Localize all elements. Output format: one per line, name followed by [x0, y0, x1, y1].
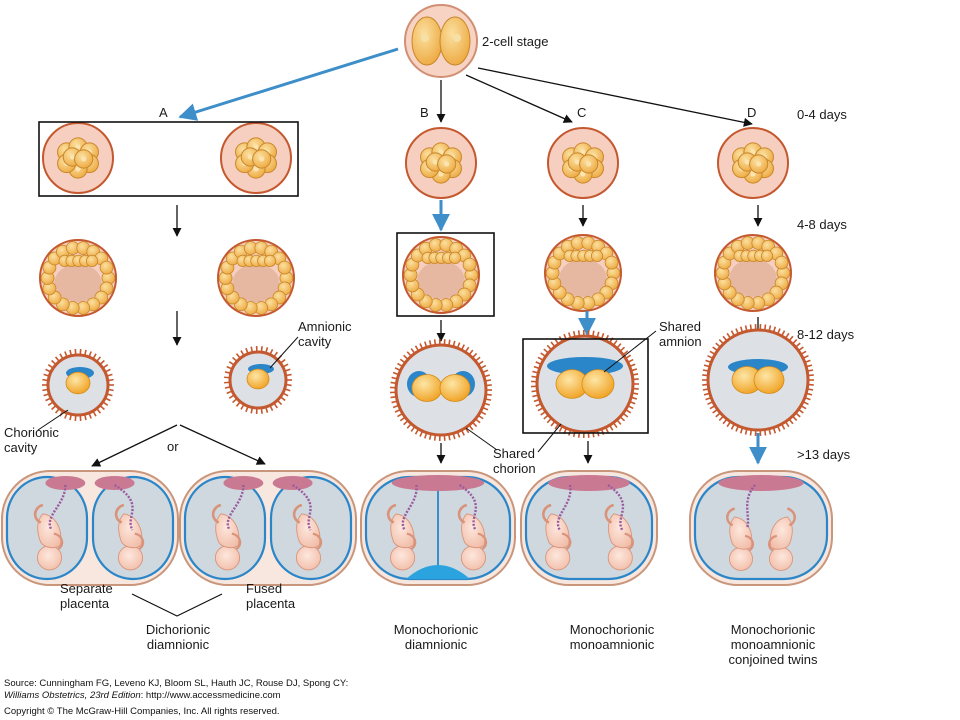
source-line-3: Copyright © The McGraw-Hill Companies, I… — [4, 706, 280, 717]
box-c-shared-amnion — [522, 338, 649, 434]
uterus-conjoined — [689, 470, 833, 586]
row1-arrows — [172, 200, 763, 237]
source-line-2: Williams Obstetrics, 23rd Edition: http:… — [4, 690, 281, 701]
label-shared-chorion-2: chorion — [493, 461, 536, 476]
implant-c — [531, 329, 639, 439]
dichorionic-bracket — [131, 593, 223, 617]
zygote-arrows — [178, 47, 753, 127]
implant-b — [390, 338, 492, 442]
label-path-a: A — [159, 105, 168, 120]
label-path-b: B — [420, 105, 429, 120]
label-mono-mono-2: monoamnionic — [569, 637, 655, 652]
source-line-1: Source: Cunningham FG, Leveno KJ, Bloom … — [4, 678, 349, 689]
morula-b — [405, 127, 477, 199]
or-split-arrows — [91, 424, 767, 467]
morula-d — [717, 127, 789, 199]
implant-a-left — [42, 349, 114, 421]
source-book-title: Williams Obstetrics, 23rd Edition — [4, 690, 141, 701]
label-chorionic-cavity-2: cavity — [4, 440, 38, 455]
label-conjoined-1: Monochorionic — [730, 622, 816, 637]
source-url: : http://www.accessmedicine.com — [140, 690, 281, 701]
label-mono-mono-1: Monochorionic — [569, 622, 655, 637]
two-cell-zygote — [404, 4, 478, 78]
blastocyst-a-left — [39, 239, 117, 317]
label-amnionic-cavity-2: cavity — [298, 334, 332, 349]
label-shared-amnion-2: amnion — [659, 334, 702, 349]
label-fused-placenta-2: placenta — [246, 596, 296, 611]
label-days-13: >13 days — [797, 447, 851, 462]
label-chorionic-cavity-1: Chorionic — [4, 425, 59, 440]
label-two-cell-stage: 2-cell stage — [482, 34, 549, 49]
label-mono-di-2: diamnionic — [404, 637, 468, 652]
label-shared-chorion-1: Shared — [493, 446, 535, 461]
uterus-separate-placenta — [1, 470, 179, 586]
morula-a-left — [42, 122, 114, 194]
blastocyst-c — [544, 234, 622, 312]
label-separate-placenta-1: Separate — [60, 581, 113, 596]
implanted-embryo-row — [42, 324, 814, 442]
label-mono-di-1: Monochorionic — [393, 622, 479, 637]
box-b-blastocyst — [396, 232, 495, 317]
label-days-8-12: 8-12 days — [797, 327, 855, 342]
uterus-row — [1, 470, 833, 586]
uterus-mono-diamnionic — [360, 470, 516, 586]
morula-row — [42, 122, 789, 199]
blastocyst-a-right — [217, 239, 295, 317]
label-shared-amnion-1: Shared — [659, 319, 701, 334]
label-days-0-4: 0-4 days — [797, 107, 847, 122]
label-path-d: D — [747, 105, 757, 120]
label-separate-placenta-2: placenta — [60, 596, 110, 611]
uterus-mono-monoamnionic — [520, 470, 658, 586]
morula-a-right — [220, 122, 292, 194]
pointer-lines — [37, 330, 657, 453]
label-fused-placenta-1: Fused — [246, 581, 283, 596]
label-amnionic-cavity-1: Amnionic — [298, 319, 352, 334]
label-days-4-8: 4-8 days — [797, 217, 847, 232]
label-or: or — [167, 439, 179, 454]
implant-d — [702, 324, 814, 436]
label-dichorionic-1: Dichorionic — [145, 622, 211, 637]
implant-a-right — [224, 345, 292, 415]
label-dichorionic-2: diamnionic — [146, 637, 210, 652]
box-a-separated-morulae — [38, 121, 299, 197]
label-conjoined-3: conjoined twins — [728, 652, 818, 667]
blastocyst-b — [402, 236, 480, 314]
label-path-c: C — [577, 105, 587, 120]
uterus-fused-placenta — [179, 470, 357, 586]
blastocyst-row — [39, 234, 792, 317]
label-conjoined-2: monoamnionic — [730, 637, 816, 652]
blastocyst-d — [714, 234, 792, 312]
morula-c — [547, 127, 619, 199]
